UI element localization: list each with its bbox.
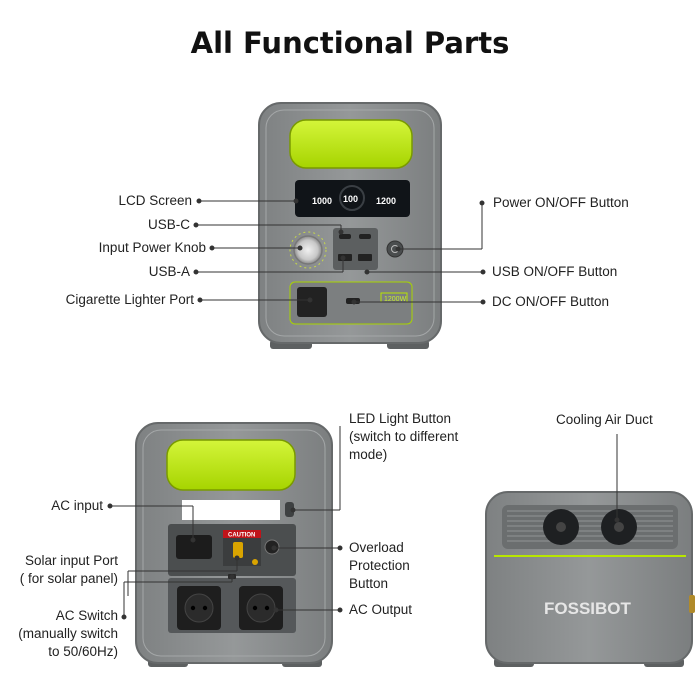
ac-input-port: [176, 535, 212, 559]
label-led-line3: mode): [349, 447, 388, 462]
label-overload-line3: Button: [349, 576, 389, 591]
lcd-left-value: 1000: [312, 196, 332, 206]
label-overload-line1: Overload: [349, 540, 404, 555]
cigarette-lighter-port: [297, 287, 327, 317]
label-cigarette-lighter-port: Cigarette Lighter Port: [65, 292, 194, 307]
label-ac-switch-line2: (manually switch: [18, 626, 118, 641]
label-ac-switch-line3: to 50/60Hz): [48, 644, 118, 659]
lcd-screen: [295, 180, 410, 217]
label-usb-a: USB-A: [148, 264, 190, 279]
label-ac-input: AC input: [51, 498, 103, 513]
label-ac-switch-line1: AC Switch: [55, 608, 118, 623]
label-power-button: Power ON/OFF Button: [493, 195, 629, 210]
back-sticker: [182, 500, 280, 520]
label-solar-line1: Solar input Port: [24, 553, 118, 568]
callout-lines: [107, 198, 620, 620]
usb-panel: [333, 228, 378, 270]
back-unit: CAUTION: [135, 422, 333, 667]
label-cooling-air-duct: Cooling Air Duct: [556, 412, 653, 427]
label-overload-line2: Protection: [349, 558, 410, 573]
label-usb-button: USB ON/OFF Button: [492, 264, 618, 279]
svg-text:CAUTION: CAUTION: [228, 533, 255, 539]
front-unit: 1000 100 1200 1200W: [258, 102, 442, 349]
label-led-light-button: LED Light Button (switch to different mo…: [349, 410, 458, 464]
label-dc-button: DC ON/OFF Button: [492, 294, 610, 309]
page-title: All Functional Parts: [190, 26, 510, 60]
label-led-line2: (switch to different: [349, 429, 459, 444]
label-usb-c: USB-C: [147, 217, 190, 232]
svg-text:1200W: 1200W: [384, 296, 407, 303]
label-led-line1: LED Light Button: [349, 411, 452, 426]
lcd-right-value: 1200: [376, 196, 396, 206]
led-light-button: [285, 502, 294, 517]
label-solar-input: Solar input Port ( for solar panel): [20, 552, 118, 588]
label-input-power-knob: Input Power Knob: [98, 240, 206, 255]
input-power-knob: [293, 235, 323, 265]
label-overload-protection: Overload Protection Button: [349, 539, 410, 593]
label-solar-line2: ( for solar panel): [19, 571, 118, 586]
front-handle: [289, 119, 413, 169]
back-handle: [166, 439, 296, 491]
label-lcd-screen: LCD Screen: [118, 193, 192, 208]
side-unit: FOSSIBOT: [485, 491, 695, 667]
solar-input-port: [233, 542, 243, 558]
label-ac-output: AC Output: [349, 602, 413, 617]
brand-logo: FOSSIBOT: [544, 599, 632, 618]
label-ac-switch: AC Switch (manually switch to 50/60Hz): [18, 607, 118, 661]
lcd-center-value: 100: [343, 194, 358, 204]
